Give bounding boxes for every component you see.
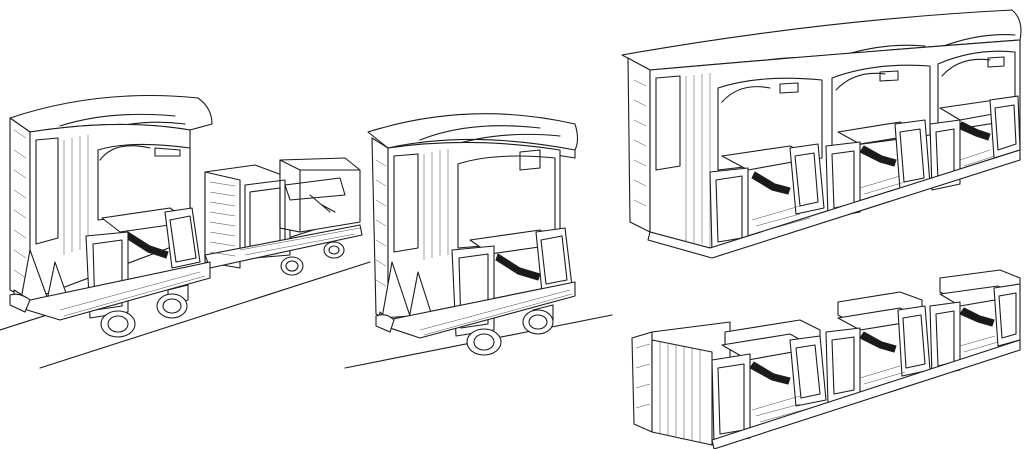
track-line (39, 261, 371, 369)
three-bay-covered-coach-illustration (621, 9, 1022, 259)
single-covered-carriage-illustration (344, 113, 613, 369)
carriage-roof (367, 113, 579, 151)
carriage-pair-illustration (0, 95, 371, 369)
open-trailer-car (204, 157, 363, 276)
three-bay-open-coach-illustration (631, 269, 1021, 449)
covered-carriage (367, 113, 579, 356)
covered-carriage (9, 95, 213, 338)
